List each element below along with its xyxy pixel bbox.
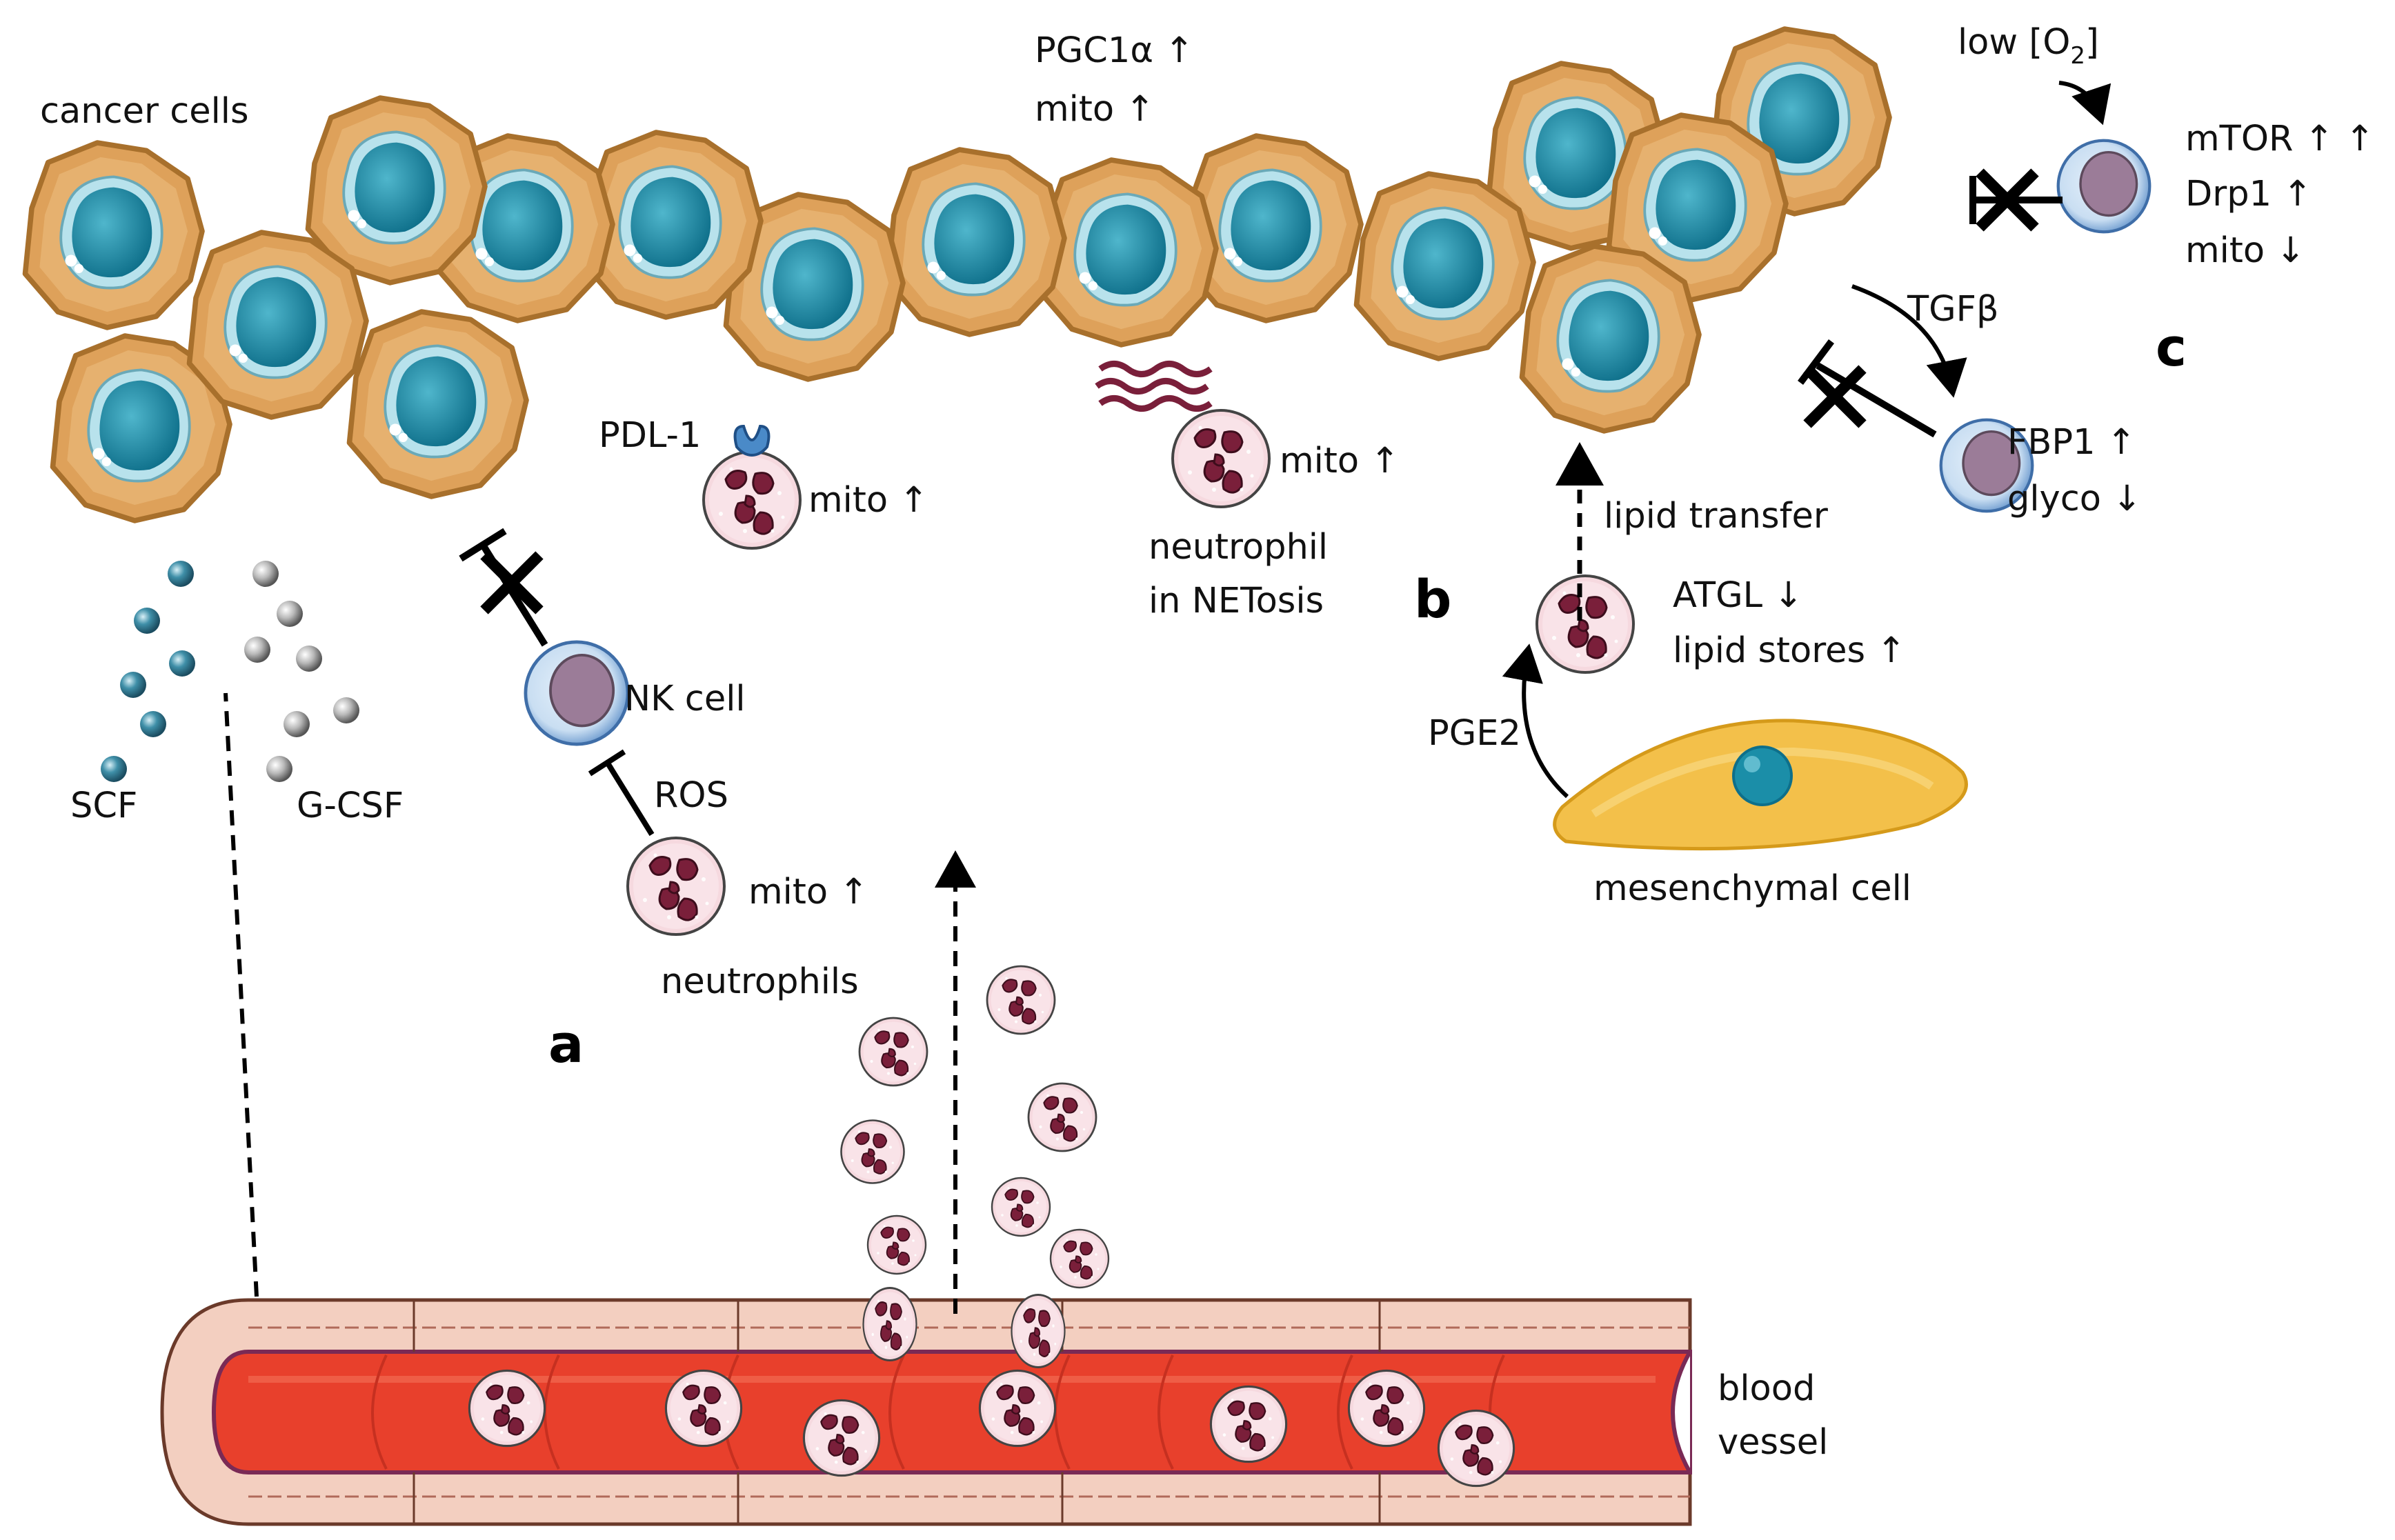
- panel-label-c: c: [2156, 317, 2187, 378]
- in-netosis-label: in NETosis: [1149, 581, 1324, 621]
- nk-cell-label: NK cell: [624, 679, 746, 719]
- lipid-neutrophil: [1536, 574, 1635, 674]
- mesenchymal-label: mesenchymal cell: [1593, 868, 1911, 909]
- pgc1a-label: PGC1α ↑: [1035, 30, 1194, 71]
- lipid-stores-label: lipid stores ↑: [1673, 630, 1906, 671]
- panel-label-a: a: [548, 1013, 584, 1074]
- scf-label: SCF: [70, 786, 137, 826]
- pge2-label: PGE2: [1428, 713, 1521, 754]
- mtor-inhibit: [1969, 176, 2063, 224]
- neutrophils-label: neutrophils: [661, 961, 859, 1002]
- netosis-neutrophil: [1171, 409, 1271, 508]
- netosis-mito-label: mito ↑: [1280, 441, 1400, 481]
- pdl1-mito-label: mito ↑: [808, 480, 928, 521]
- neutrophil-label: neutrophil: [1149, 527, 1328, 568]
- pge2-arrow: [1502, 643, 1569, 799]
- cytokine-dashed-line: [223, 692, 259, 1297]
- low-o2-arrow: [2058, 81, 2111, 126]
- lipid-transfer-label: lipid transfer: [1604, 496, 1828, 537]
- mtor-label: mTOR ↑ ↑: [2185, 119, 2374, 159]
- atgl-label: ATGL ↓: [1673, 575, 1803, 616]
- blood-label: blood: [1718, 1368, 1815, 1409]
- drp1-label: Drp1 ↑: [2185, 174, 2312, 214]
- mito-down-label: mito ↓: [2185, 230, 2305, 271]
- nk-cell: [526, 642, 628, 744]
- ros-label: ROS: [654, 775, 728, 816]
- cancer-cell-sheet: [25, 29, 1889, 521]
- gcsf-label: G-CSF: [297, 786, 404, 826]
- t-cell-mtor: [2058, 141, 2150, 232]
- scf-particles: [101, 561, 195, 782]
- nk-inhibit-arrow: [459, 528, 548, 647]
- pdl1-label: PDL-1: [599, 415, 701, 456]
- mesenchymal-cell: [1553, 719, 1968, 851]
- ros-mito-label: mito ↑: [748, 872, 868, 912]
- cancer-cells-label: cancer cells: [40, 91, 249, 132]
- panel-label-b: b: [1414, 568, 1451, 630]
- vessel-label: vessel: [1718, 1422, 1828, 1463]
- gcsf-particles: [244, 561, 359, 782]
- blood-vessel: [160, 1298, 1692, 1526]
- top-mito-label: mito ↑: [1035, 89, 1155, 130]
- fbp1-inhibit: [1798, 339, 1937, 438]
- tgfb-label: TGFβ: [1907, 289, 1999, 330]
- glyco-label: glyco ↓: [2007, 479, 2142, 519]
- ros-neutrophil: [626, 837, 726, 936]
- pdl1-neutrophil: [702, 424, 802, 550]
- tgfb-arrow: [1851, 284, 1967, 398]
- low-o2-label: low [O2]: [1958, 22, 2099, 70]
- net-strands: [1095, 361, 1213, 412]
- ros-inhibit: [588, 749, 655, 837]
- fbp1-label: FBP1 ↑: [2007, 422, 2136, 463]
